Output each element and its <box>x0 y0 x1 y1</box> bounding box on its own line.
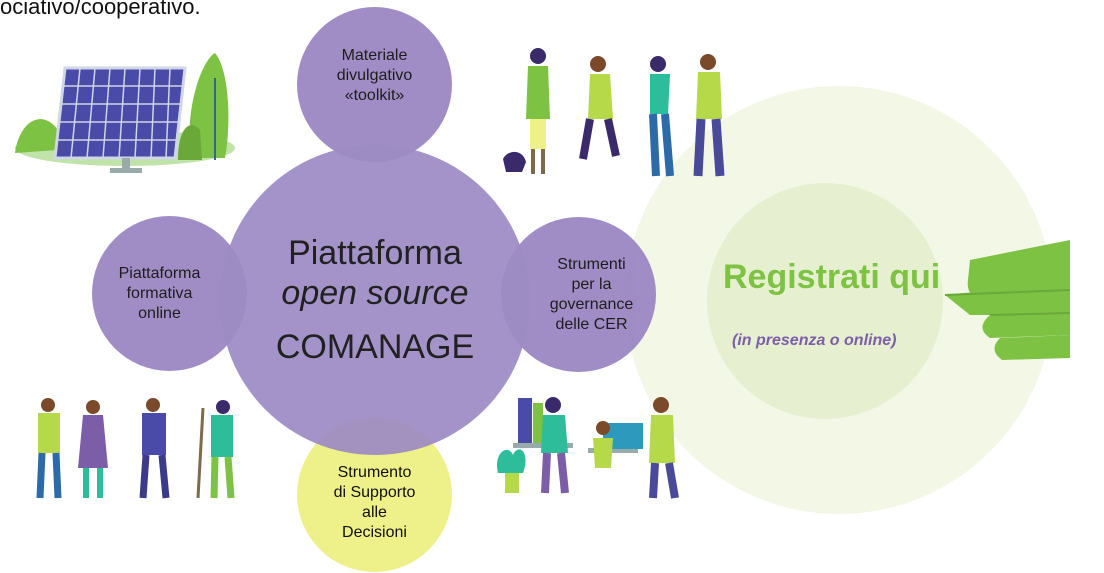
header-text: ociativo/cooperativo. <box>0 0 201 19</box>
node-right-line4: delle CER <box>555 315 628 333</box>
office-team-icon <box>496 397 679 499</box>
node-top: Materiale divulgativo «toolkit» <box>297 7 452 162</box>
center-title: Piattaforma <box>288 234 462 272</box>
center-name: COMANAGE <box>275 328 475 366</box>
people-talking-icon <box>503 48 725 177</box>
pointing-hand-icon <box>944 240 1071 360</box>
node-right-line2: per la <box>571 275 612 293</box>
node-right-line1: Strumenti <box>557 255 626 273</box>
center-circle: Piattaforma open source COMANAGE <box>220 145 530 455</box>
node-right: Strumenti per la governance delle CER <box>501 217 656 372</box>
node-bottom-line1: Strumento <box>337 463 412 481</box>
node-top-line3: «toolkit» <box>344 86 405 104</box>
register-subtitle: (in presenza o online) <box>732 332 897 349</box>
register-inner-circle[interactable] <box>707 183 943 419</box>
node-left-line1: Piattaforma <box>118 264 201 282</box>
node-left-line3: online <box>138 304 181 322</box>
node-right-line3: governance <box>549 295 634 313</box>
register-title[interactable]: Registrati qui <box>723 258 941 296</box>
workers-group-icon <box>36 398 235 499</box>
solar-panel-icon <box>15 53 235 173</box>
node-left-line2: formativa <box>126 284 193 302</box>
node-bottom-line3: alle <box>362 503 387 521</box>
node-top-line1: Materiale <box>341 46 408 64</box>
node-bottom-line4: Decisioni <box>342 523 407 541</box>
center-subtitle: open source <box>281 274 469 312</box>
node-top-line2: divulgativo <box>336 66 413 84</box>
node-bottom-line2: di Supporto <box>333 483 416 501</box>
